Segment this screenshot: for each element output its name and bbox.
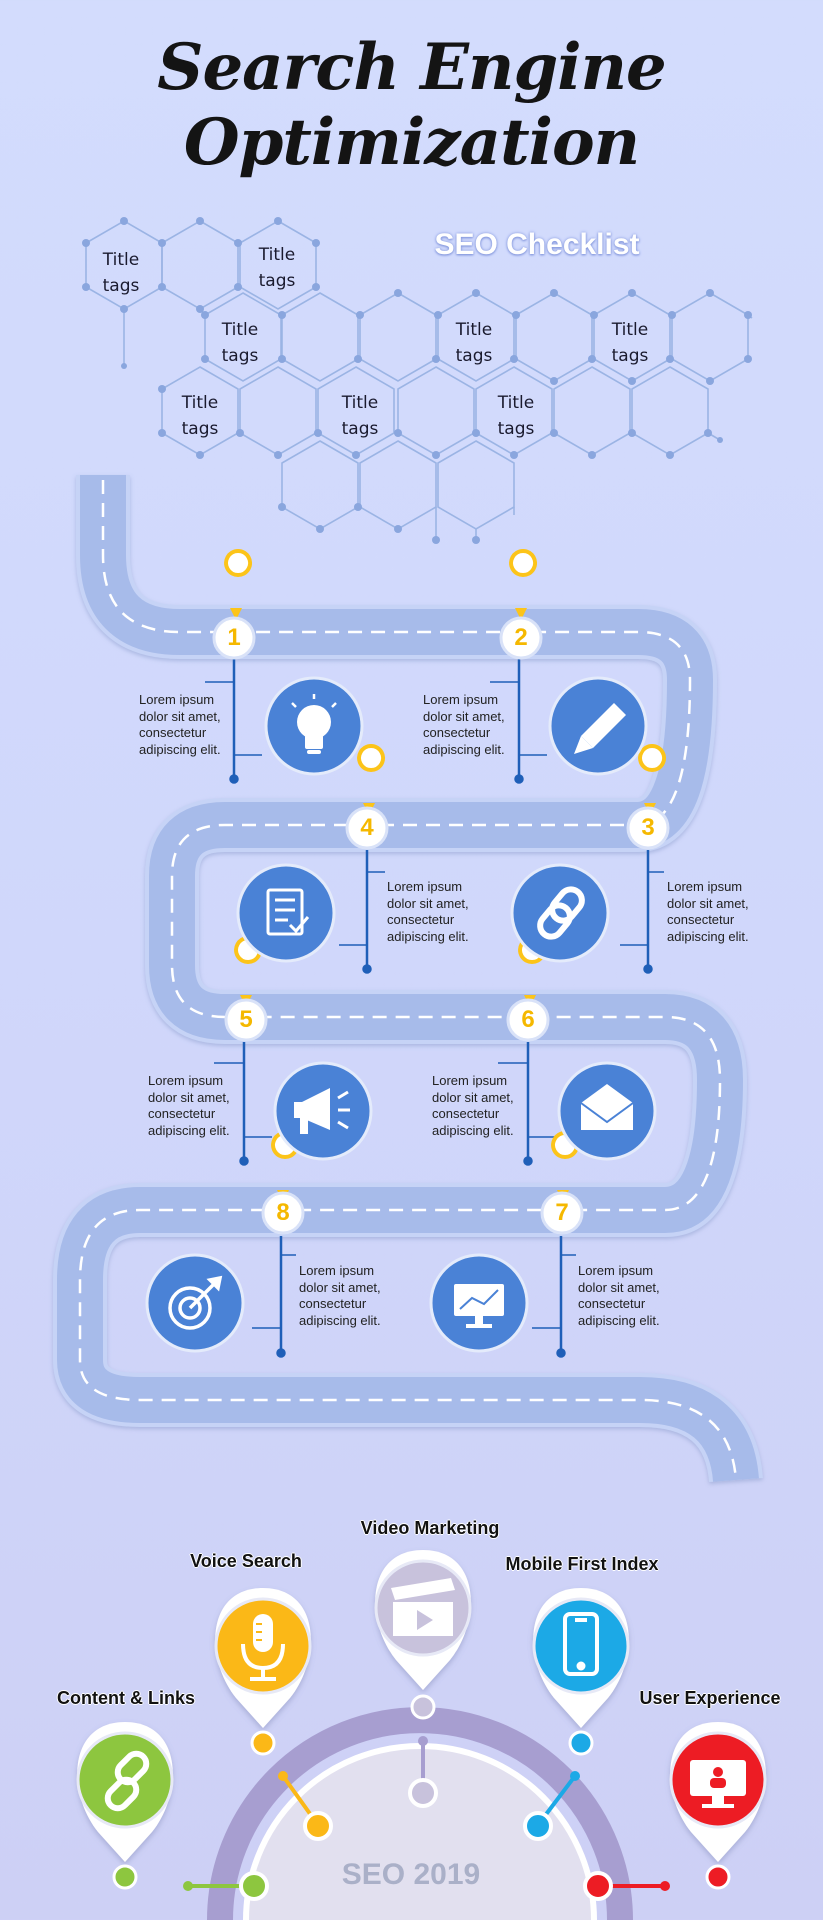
roadmap-road: [53, 475, 763, 1484]
pencil-icon: [574, 703, 626, 754]
user-monitor-icon: [690, 1760, 746, 1808]
page-title: Search Engine Optimization: [157, 30, 667, 180]
envelope-icon: [580, 1084, 634, 1130]
step-markers: [205, 549, 670, 1358]
hexagon-network: [82, 217, 753, 544]
step-number-8: 8: [276, 1199, 290, 1226]
step-number-4: 4: [360, 814, 374, 841]
step-number-6: 6: [521, 1006, 535, 1033]
step-number-1: 1: [227, 624, 241, 651]
smartphone-icon: [563, 1612, 599, 1676]
step-number-7: 7: [555, 1199, 569, 1226]
microphone-icon: [241, 1614, 285, 1681]
target-icon: [168, 1275, 223, 1330]
pin-label-voice-search: Voice Search: [190, 1551, 302, 1571]
pin-label-mobile-first-index: Mobile First Index: [505, 1554, 659, 1574]
monitor-chart-icon: [454, 1284, 504, 1328]
pin-label-content-links: Content & Links: [57, 1688, 195, 1708]
megaphone-icon: [294, 1088, 350, 1134]
step-number-3: 3: [641, 814, 655, 841]
step-number-5: 5: [239, 1006, 253, 1033]
checklist-icon: [266, 888, 310, 936]
video-clapper-icon: [391, 1578, 455, 1636]
seo-2019-label: SEO 2019: [341, 1858, 481, 1891]
pin-label-user-experience: User Experience: [639, 1688, 781, 1708]
step-number-2: 2: [514, 624, 528, 651]
link-icon: [537, 886, 585, 940]
link-icon: [104, 1750, 150, 1812]
checklist-title: SEO Checklist: [434, 228, 640, 261]
pin-label-video-marketing: Video Marketing: [360, 1518, 500, 1538]
lightbulb-icon: [291, 694, 337, 754]
step-icons: [145, 676, 657, 1353]
